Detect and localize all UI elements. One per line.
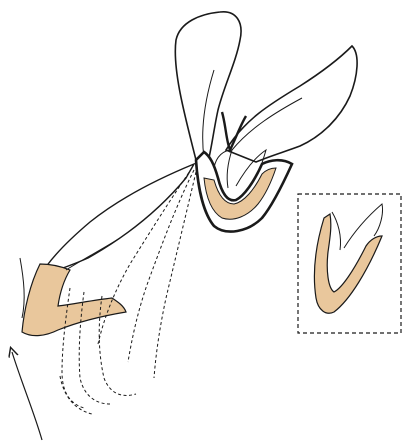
pointer-arrow (12, 352, 42, 440)
left-contour-line (20, 258, 24, 318)
lower-left-fan-fill (22, 264, 126, 336)
inset-u-fill (314, 214, 382, 313)
upper-wing-lobe (175, 12, 241, 162)
inset-dashed-box (298, 194, 401, 333)
inset-prong-left (332, 212, 341, 250)
lower-left-fan-outer (40, 164, 194, 276)
